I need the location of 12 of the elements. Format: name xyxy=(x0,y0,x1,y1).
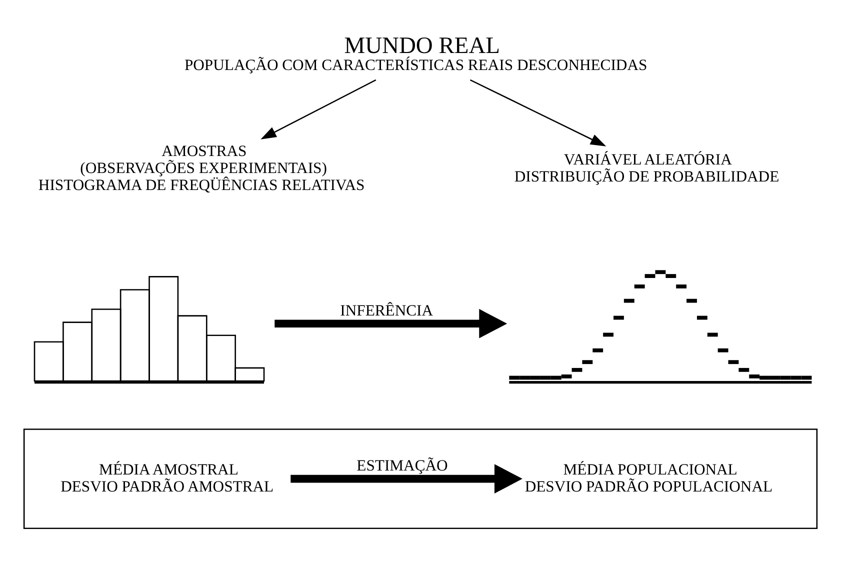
node-text: VARIÁVEL ALEATÓRIA DISTRIBUIÇÃO DE PROBABILIDADE xyxy=(514,152,780,186)
cluster xyxy=(23,428,818,529)
edge-label: ESTIMAÇÃO xyxy=(356,457,448,474)
arrow xyxy=(260,79,376,140)
edge-label: INFERÊNCIA xyxy=(340,302,434,320)
arrow xyxy=(470,79,606,146)
node-text: MÉDIA AMOSTRAL DESVIO PADRÃO AMOSTRAL xyxy=(60,461,274,496)
node-text: AMOSTRAS (OBSERVAÇÕES EXPERIMENTAIS) HISTOGRAMA DE FREQÜÊNCIAS RELATIVAS xyxy=(38,143,365,194)
arrow xyxy=(274,308,508,338)
node-text: MÉDIA POPULACIONAL DESVIO PADRÃO POPULACIONAL xyxy=(524,461,773,496)
node-text: MUNDO REAL POPULAÇÃO COM CARACTERÍSTICAS REAIS DESCONHECIDAS xyxy=(184,32,648,74)
arrow xyxy=(290,464,522,494)
